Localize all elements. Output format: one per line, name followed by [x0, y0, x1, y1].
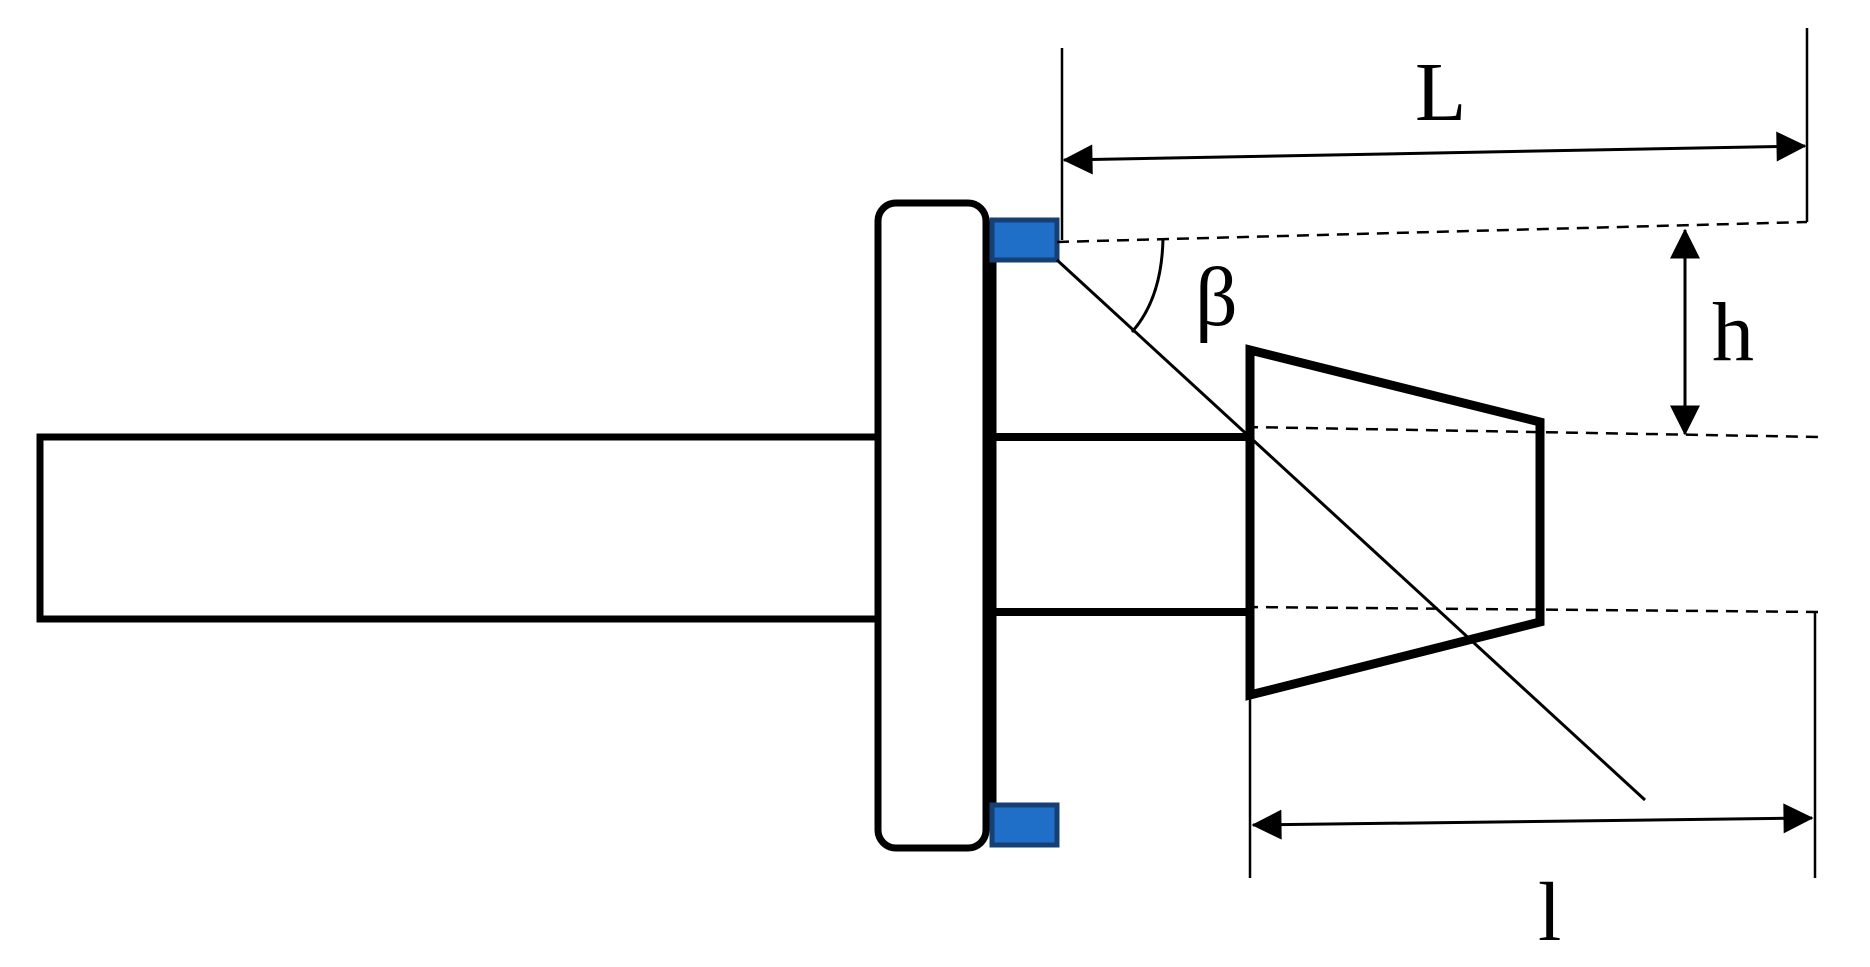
dimension-arrow-L — [1062, 131, 1807, 175]
label-beta: β — [1195, 251, 1238, 344]
label-h: h — [1712, 286, 1754, 379]
label-l: l — [1538, 866, 1561, 959]
sensor-block-bottom — [989, 802, 1060, 848]
shaft — [36, 433, 882, 623]
dimension-arrow-l — [1251, 803, 1814, 840]
cone-trapezoid — [1245, 344, 1545, 701]
dashed-bottom-reference — [1245, 605, 1821, 614]
dashed-middle-reference — [1245, 425, 1821, 439]
angle-arc-beta — [1130, 237, 1165, 333]
sight-line — [1055, 258, 1647, 802]
label-L: L — [1415, 46, 1466, 139]
flange — [874, 199, 990, 852]
dashed-top-reference — [1056, 220, 1808, 244]
sensor-block-top — [989, 217, 1060, 263]
